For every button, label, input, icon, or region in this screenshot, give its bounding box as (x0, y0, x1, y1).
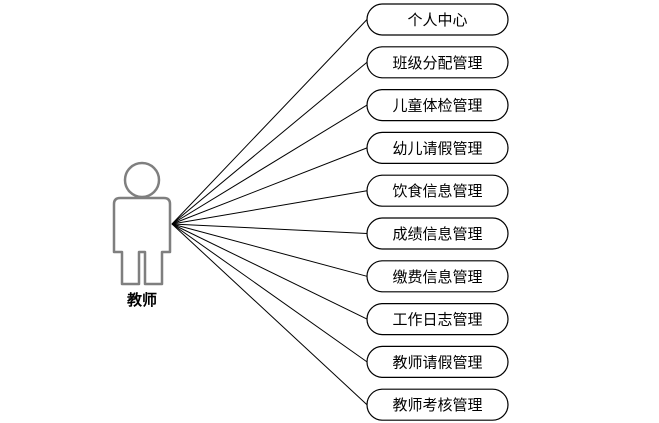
use-case: 个人中心 (366, 3, 509, 36)
association-line (171, 223, 368, 277)
use-case: 幼儿请假管理 (366, 131, 509, 164)
association-line (171, 19, 368, 225)
association-line (171, 223, 368, 320)
use-case: 工作日志管理 (366, 303, 509, 336)
use-case: 教师考核管理 (366, 388, 509, 421)
association-line (171, 61, 368, 225)
use-case-capsule (366, 174, 509, 207)
use-case-label: 成绩信息管理 (392, 225, 482, 243)
use-case: 班级分配管理 (366, 46, 509, 79)
actor-teacher: 教师 (112, 161, 172, 309)
association-line (171, 104, 368, 225)
association-line (171, 147, 368, 225)
use-case-label: 个人中心 (407, 11, 467, 29)
use-case-capsule (366, 345, 509, 378)
actor-body (112, 196, 172, 286)
use-case-label: 工作日志管理 (392, 311, 482, 329)
association-line (171, 223, 368, 234)
association-line (171, 190, 368, 225)
use-case-capsule (366, 88, 509, 122)
use-case: 缴费信息管理 (366, 260, 509, 293)
use-case-capsule (366, 217, 509, 250)
use-case-label: 饮食信息管理 (392, 182, 482, 200)
use-case-label: 幼儿请假管理 (392, 139, 482, 157)
use-case-capsule (366, 46, 509, 79)
use-case-capsule (366, 3, 509, 36)
use-case-capsule (366, 388, 509, 421)
association-lines (171, 19, 368, 406)
use-case: 成绩信息管理 (366, 217, 509, 250)
use-case-capsule (366, 260, 509, 293)
use-case-label: 教师请假管理 (392, 353, 482, 371)
use-case-label: 缴费信息管理 (392, 268, 482, 286)
use-case-label: 教师考核管理 (392, 396, 482, 414)
actor-label: 教师 (126, 291, 157, 309)
use-case-label: 儿童体检管理 (392, 97, 482, 115)
use-case-list: 个人中心班级分配管理儿童体检管理幼儿请假管理饮食信息管理成绩信息管理缴费信息管理… (366, 3, 509, 421)
use-case-capsule (366, 131, 509, 164)
use-case: 儿童体检管理 (366, 88, 509, 122)
use-case: 饮食信息管理 (366, 174, 509, 207)
use-case-capsule (366, 303, 509, 336)
actor-head (123, 161, 161, 199)
use-case-label: 班级分配管理 (392, 54, 482, 72)
use-case: 教师请假管理 (366, 345, 509, 378)
association-line (171, 223, 368, 363)
association-line (171, 223, 368, 406)
